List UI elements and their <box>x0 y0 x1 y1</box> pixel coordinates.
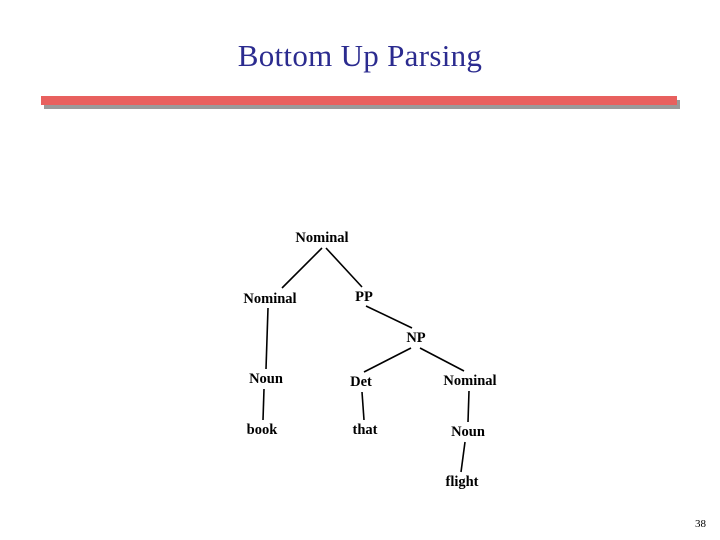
tree-node-pp: PP <box>355 289 373 305</box>
tree-node-nominal-right: Nominal <box>443 373 497 389</box>
edge-np-nominal-right <box>419 347 465 372</box>
tree-node-np: NP <box>406 330 426 346</box>
edge-nominal-left-noun-left <box>265 307 269 370</box>
edge-pp-np <box>365 305 413 329</box>
edge-nominal-root-pp <box>325 247 363 288</box>
tree-node-noun-right: Noun <box>451 424 485 440</box>
tree-leaf-book: book <box>246 422 278 438</box>
tree-node-det: Det <box>350 374 372 390</box>
edge-noun-right-flight <box>460 441 466 473</box>
edge-nominal-right-noun-right <box>467 390 470 423</box>
title-rule <box>41 96 677 105</box>
edge-noun-left-book <box>262 388 265 421</box>
tree-leaf-that: that <box>352 422 378 438</box>
edge-np-det <box>363 347 412 373</box>
tree-leaf-flight: flight <box>445 474 479 490</box>
tree-node-noun-left: Noun <box>249 371 283 387</box>
tree-node-nominal-left: Nominal <box>243 291 297 307</box>
tree-node-nominal-root: Nominal <box>295 230 349 246</box>
edge-det-that <box>361 391 365 421</box>
page-number: 38 <box>695 518 706 530</box>
page-title: Bottom Up Parsing <box>237 38 483 73</box>
edge-nominal-root-nominal-left <box>281 247 323 289</box>
